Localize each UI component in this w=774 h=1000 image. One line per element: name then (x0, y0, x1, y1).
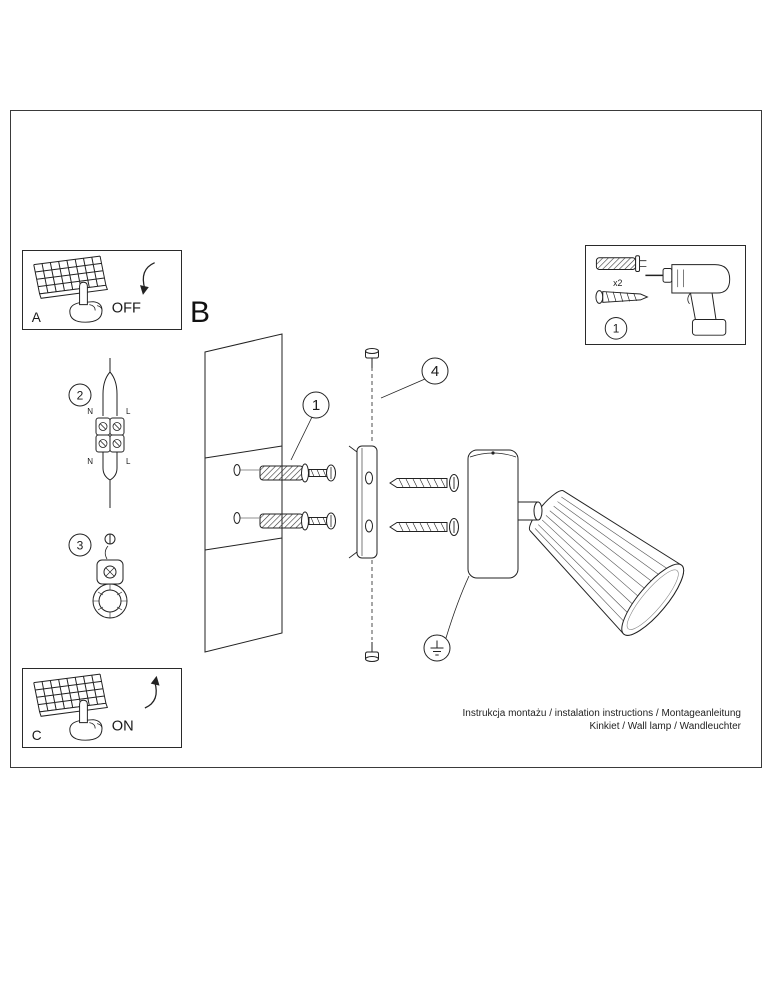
wire-label-n-top: N (87, 407, 93, 416)
cable-gland-icon (92, 559, 128, 619)
wall-plug-with-screw (259, 463, 336, 483)
wall (204, 333, 283, 653)
footer-line-2: Kinkiet / Wall lamp / Wandleuchter (589, 720, 741, 732)
step-3-number: 3 (77, 539, 84, 553)
step-2-wiring: 2 N L N L (68, 358, 131, 508)
step-4-number: 4 (431, 363, 439, 380)
footer-line-1: Instrukcja montażu / instalation instruc… (462, 708, 742, 719)
step-3-gland: 3 (68, 533, 128, 619)
wall-plug-icon (595, 255, 647, 272)
screw-icon (595, 290, 649, 304)
machine-screw-bottom (365, 642, 379, 662)
wire-label-l-bottom: L (126, 457, 131, 466)
terminal-block-icon (95, 417, 125, 453)
left-steps-column: 2 N L N L 3 (55, 350, 145, 640)
mounting-bracket (348, 445, 378, 559)
panel-letter: C (32, 728, 42, 743)
step-1-number: 1 (312, 397, 320, 414)
parts-step-number: 1 (613, 323, 620, 336)
step-2-number: 2 (77, 389, 84, 403)
switch-panel-icon (34, 674, 108, 717)
parts-illustration: x2 1 (595, 255, 731, 340)
rotate-arrow-icon (144, 675, 160, 709)
rotate-arrow-icon (140, 262, 155, 295)
ground-symbol (423, 575, 470, 662)
hand-icon (69, 699, 103, 741)
lamp-body (467, 449, 519, 579)
callout-4: 4 (380, 357, 449, 399)
lamp-shade (528, 490, 685, 636)
callout-1: 1 (290, 391, 330, 461)
wiring-steps-illustration: 2 N L N L 3 (68, 358, 131, 619)
hand-icon (69, 281, 103, 323)
panel-power-on: ON C (22, 668, 182, 748)
state-label: ON (112, 718, 134, 734)
footer-text: Instrukcja montażu / instalation instruc… (463, 708, 742, 733)
sheet-border (10, 110, 762, 768)
long-screw (389, 474, 459, 492)
quantity-label: x2 (613, 278, 622, 288)
drill-icon (645, 264, 731, 336)
panel-letter: A (32, 310, 42, 325)
panel-power-off: OFF A (22, 250, 182, 330)
power-off-illustration: OFF A (23, 251, 155, 325)
lamp-joint (517, 501, 543, 521)
screw-head-icon (104, 533, 116, 545)
state-label: OFF (112, 300, 141, 316)
parts-and-tools-box: x2 1 (585, 245, 746, 345)
power-on-illustration: ON C (23, 669, 160, 743)
wire-label-l-top: L (126, 407, 131, 416)
wire-label-n-bottom: N (87, 457, 93, 466)
exploded-view: 4 1 (185, 330, 725, 675)
exploded-view-illustration: 4 1 (204, 333, 685, 662)
machine-screw-top (365, 348, 379, 368)
switch-panel-icon (34, 256, 108, 299)
section-b-label: B (190, 296, 211, 329)
